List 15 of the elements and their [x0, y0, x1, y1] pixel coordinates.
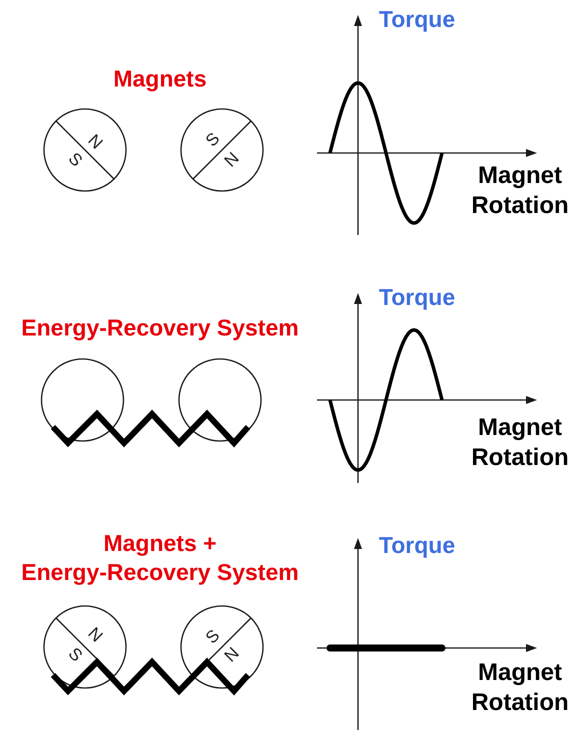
section-title: Magnets	[112, 64, 208, 94]
pole-label: S	[64, 644, 86, 666]
pole-label: N	[220, 148, 244, 172]
axis-label: Torque	[378, 6, 456, 32]
section-title: Energy-Recovery System	[20, 314, 300, 342]
pole-label: N	[84, 130, 106, 154]
axis-label: Magnet Rotation	[470, 161, 570, 221]
axis-label: Magnet Rotation	[470, 413, 570, 473]
axis-label: Torque	[378, 284, 456, 310]
pole-label: N	[84, 624, 106, 646]
section-title: Magnets + Energy-Recovery System	[20, 529, 300, 587]
axis-label: Magnet Rotation	[470, 658, 570, 718]
pole-label: S	[202, 128, 224, 152]
pole-label: S	[64, 148, 86, 172]
axis-label: Torque	[378, 532, 456, 558]
